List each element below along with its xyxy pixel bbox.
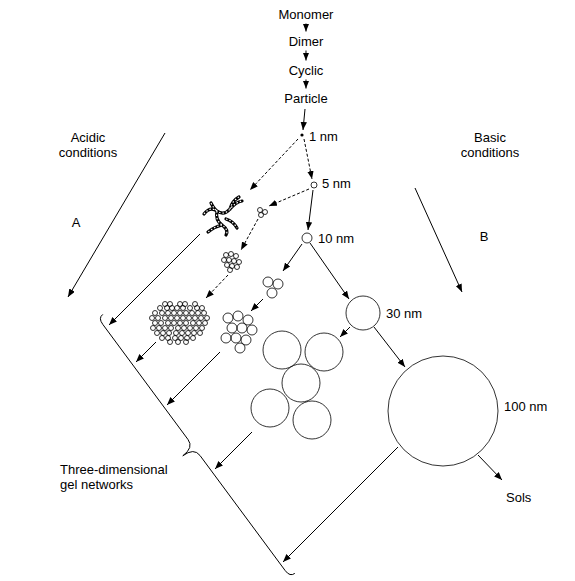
growth-arrow bbox=[340, 327, 350, 337]
size-label: 10 nm bbox=[318, 231, 354, 246]
growth-arrow bbox=[478, 455, 502, 480]
stage-node: Dimer bbox=[287, 34, 326, 49]
size-label: 100 nm bbox=[504, 399, 547, 414]
path-letter: B bbox=[480, 229, 489, 244]
stage-node: Cyclic bbox=[287, 63, 326, 78]
particle-30nm bbox=[346, 296, 380, 330]
particle-cluster bbox=[222, 252, 242, 273]
particle-trimer bbox=[258, 208, 268, 218]
growth-arrow bbox=[250, 139, 298, 190]
path-letter: A bbox=[72, 215, 81, 230]
flow-arrow bbox=[305, 51, 306, 61]
base-path-arrow bbox=[415, 188, 462, 292]
growth-arrow bbox=[283, 244, 302, 271]
node-text: Particle bbox=[284, 91, 327, 106]
condition-label: Acidic conditions bbox=[56, 130, 120, 160]
flow-arrow bbox=[305, 24, 306, 32]
growth-arrow bbox=[251, 299, 263, 311]
particle-aggregate bbox=[221, 311, 257, 353]
particle-100nm bbox=[388, 356, 498, 466]
particle-10nm bbox=[302, 233, 312, 243]
size-label: 1 nm bbox=[309, 129, 338, 144]
growth-arrow bbox=[269, 189, 309, 206]
outcome-label: Sols bbox=[506, 490, 531, 505]
growth-arrow bbox=[241, 219, 258, 250]
polymer-chain bbox=[204, 197, 242, 235]
flow-arrow bbox=[305, 80, 306, 89]
particle-aggregate bbox=[251, 331, 343, 439]
stage-node: Monomer bbox=[277, 7, 336, 22]
particle-dot bbox=[300, 133, 303, 136]
outcome-label: Three-dimensional gel networks bbox=[60, 462, 180, 492]
node-text: Monomer bbox=[279, 7, 334, 22]
gel-arrow bbox=[167, 352, 220, 405]
node-text: Cyclic bbox=[289, 63, 324, 78]
size-label: 30 nm bbox=[386, 306, 422, 321]
condition-label: Basic conditions bbox=[458, 130, 522, 160]
particle-aggregate bbox=[150, 302, 210, 345]
gel-arrow bbox=[136, 342, 156, 362]
growth-arrow bbox=[374, 327, 405, 367]
growth-arrow bbox=[206, 275, 228, 298]
particle-trimer bbox=[263, 277, 283, 298]
stage-node: Particle bbox=[282, 91, 329, 106]
growth-arrow bbox=[304, 139, 312, 179]
growth-arrow bbox=[303, 109, 305, 130]
size-label: 5 nm bbox=[322, 176, 351, 191]
node-text: Dimer bbox=[289, 34, 324, 49]
growth-arrow bbox=[310, 243, 349, 299]
particle-5nm bbox=[311, 182, 317, 188]
gel-arrow bbox=[283, 447, 398, 562]
growth-arrow bbox=[308, 190, 313, 230]
polymer-beads bbox=[204, 197, 242, 235]
gel-arrow bbox=[215, 432, 252, 469]
